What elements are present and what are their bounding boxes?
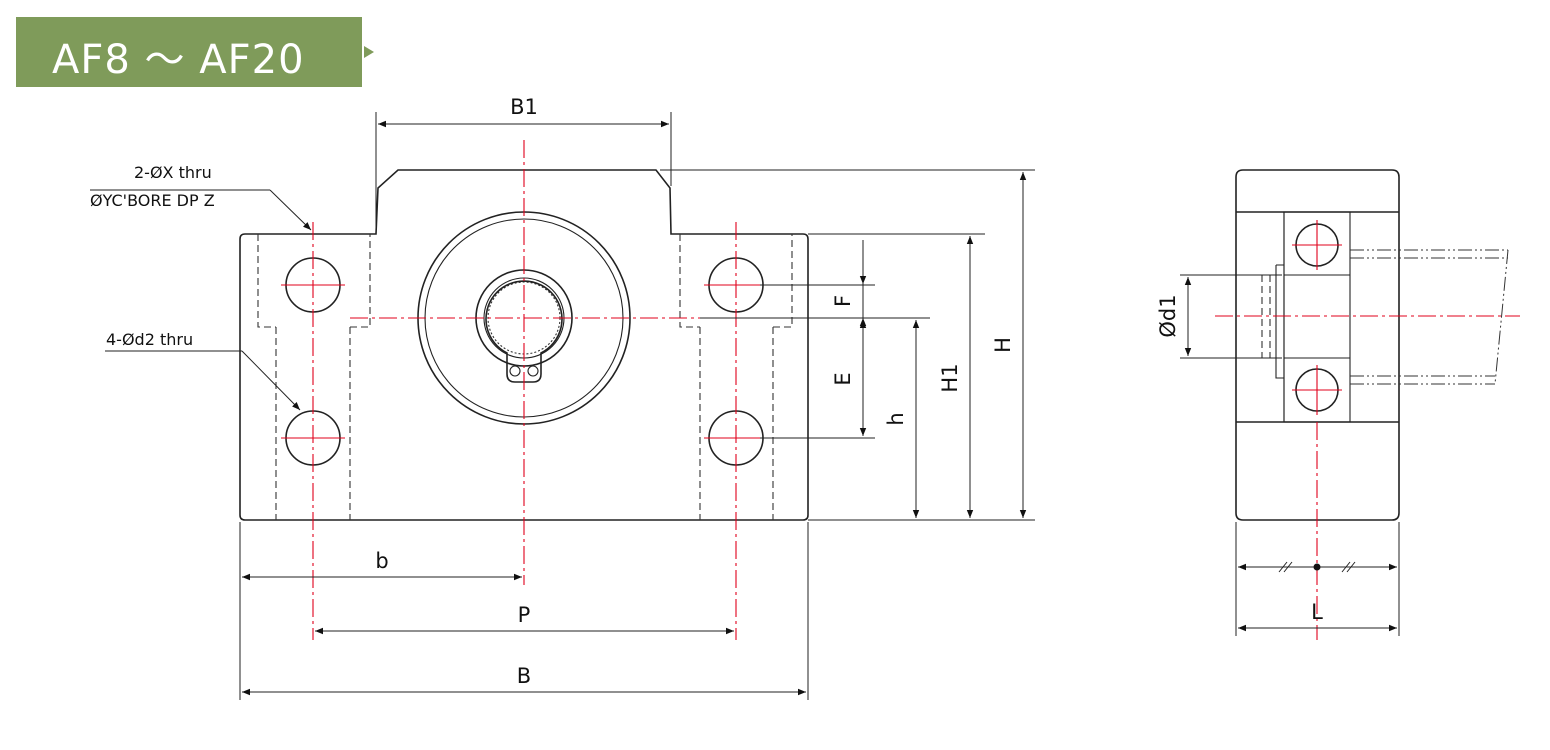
left-counterbore-hidden xyxy=(257,234,371,520)
front-view: B1 H H1 h F E b P B 2-ØX thru ØYC'BORE D… xyxy=(90,95,1035,700)
right-counterbore-hidden xyxy=(679,234,793,520)
snap-ring-hole-right xyxy=(527,365,539,377)
dim-label-B: B xyxy=(517,664,531,688)
callout-counterbore-line2: ØYC'BORE DP Z xyxy=(90,191,215,210)
dim-label-H: H xyxy=(991,337,1015,353)
equal-marks xyxy=(1278,561,1356,573)
extension-lines-front xyxy=(239,112,1035,700)
side-outline xyxy=(1235,169,1400,521)
shaft-phantom xyxy=(1350,249,1509,385)
dim-label-d1: Ød1 xyxy=(1156,294,1180,337)
callout-through-hole: 4-Ød2 thru xyxy=(106,330,193,349)
housing-outline xyxy=(239,169,809,521)
side-view: Ød1 L xyxy=(1156,169,1520,640)
snap-ring-hole-left xyxy=(509,365,521,377)
dimension-lines-front xyxy=(242,120,1027,696)
dim-label-L: L xyxy=(1311,600,1323,624)
title-bar: AF8 ～ AF20 xyxy=(16,17,378,87)
dim-label-b: b xyxy=(375,549,388,573)
callout-counterbore-line1: 2-ØX thru xyxy=(134,163,212,182)
center-lines-front xyxy=(281,140,768,640)
dim-label-E: E xyxy=(831,372,855,385)
title-bar-shape xyxy=(16,17,374,87)
dim-label-h: h xyxy=(884,412,908,425)
dim-label-B1: B1 xyxy=(510,95,538,119)
dim-label-H1: H1 xyxy=(938,363,962,392)
midpoint-dot xyxy=(1313,563,1321,571)
dim-label-P: P xyxy=(518,603,531,627)
title-text: AF8 ～ AF20 xyxy=(52,37,305,83)
dim-label-F: F xyxy=(831,295,855,307)
bearing-section xyxy=(1261,211,1351,423)
callout-leaders xyxy=(90,189,312,411)
